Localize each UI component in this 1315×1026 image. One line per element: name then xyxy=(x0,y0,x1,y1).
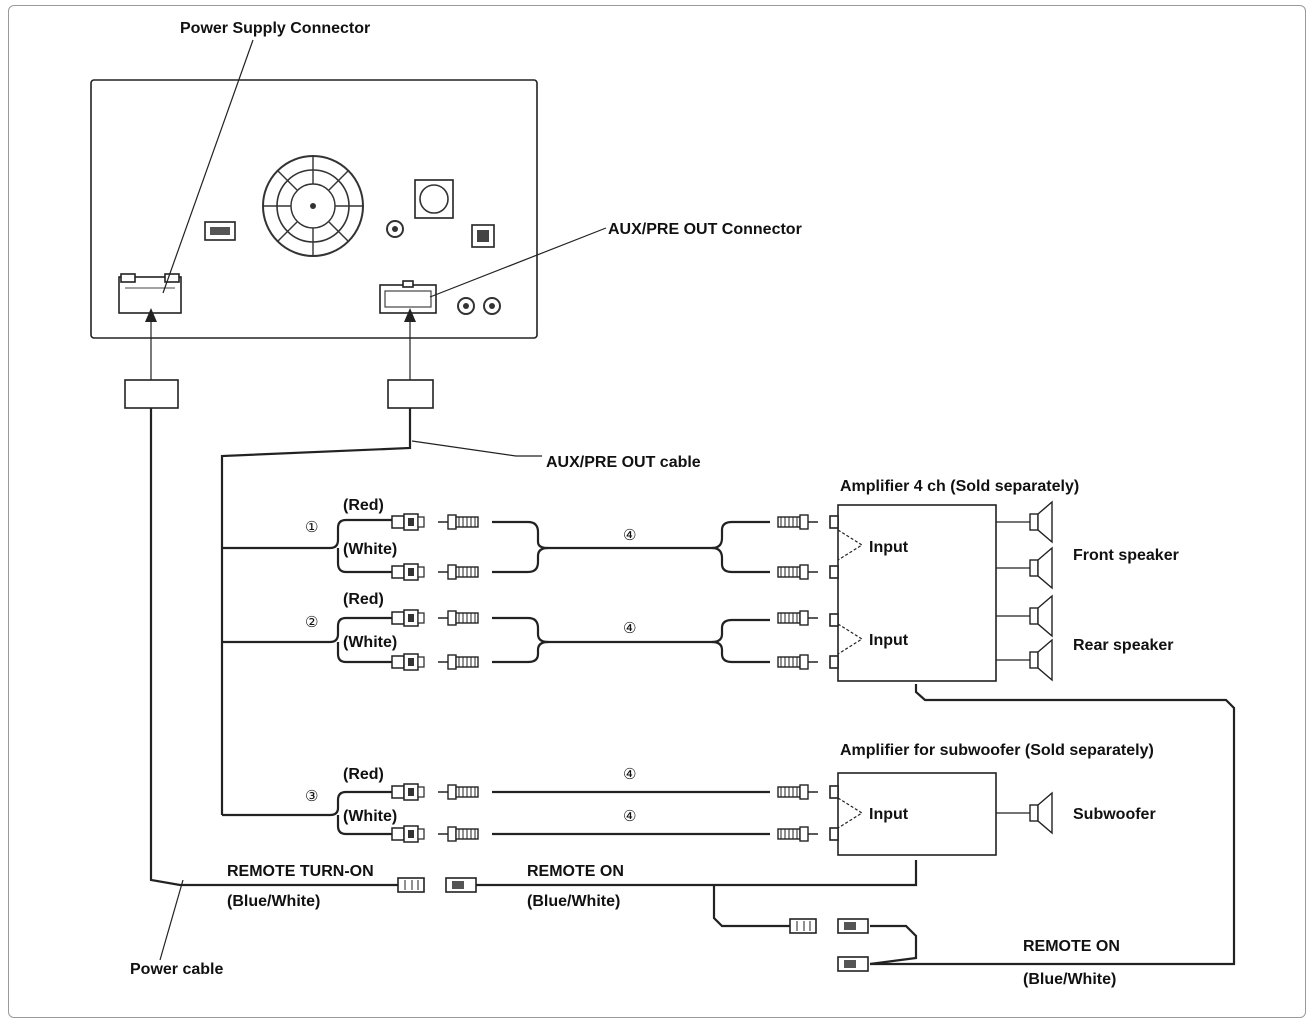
rca-female-jack xyxy=(391,513,425,531)
rear-speaker-label: Rear speaker xyxy=(1073,637,1174,654)
rca-male-plug xyxy=(777,826,818,842)
rca-male-plug xyxy=(777,610,818,626)
aux-pre-out-connector-socket xyxy=(379,280,437,314)
remote-on-label-1: REMOTE ON xyxy=(527,863,624,880)
rca-female-jack xyxy=(391,563,425,581)
aux-pre-out-connector-label: AUX/PRE OUT Connector xyxy=(608,221,802,238)
marker-4-d: ④ xyxy=(623,807,636,825)
power-cable-label: Power cable xyxy=(130,961,223,978)
remote-on-color-label-1: (Blue/White) xyxy=(527,893,620,910)
marker-4-b: ④ xyxy=(623,619,636,637)
speaker-icon xyxy=(1029,594,1053,638)
subwoofer-label: Subwoofer xyxy=(1073,806,1156,823)
antenna-jack xyxy=(386,220,404,238)
rca-male-plug xyxy=(777,654,818,670)
amp-4ch-label: Amplifier 4 ch (Sold separately) xyxy=(840,478,1079,495)
rca-male-plug xyxy=(438,514,479,530)
speaker-icon xyxy=(1029,638,1053,682)
aux-connector-leader xyxy=(429,227,607,298)
aux-plug xyxy=(387,379,434,409)
rca-male-plug xyxy=(777,564,818,580)
rca-female-jack xyxy=(391,653,425,671)
remote-on-color-label-2: (Blue/White) xyxy=(1023,971,1116,988)
marker-2: ② xyxy=(305,613,318,631)
amp-input-label-3: Input xyxy=(869,806,909,823)
rca-male-plug xyxy=(777,514,818,530)
red-label-2: (Red) xyxy=(343,591,384,608)
head-unit xyxy=(90,79,538,339)
remote-plugs xyxy=(397,877,869,972)
marker-4-c: ④ xyxy=(623,765,636,783)
power-supply-leader xyxy=(162,39,254,294)
rca-male-plug xyxy=(438,654,479,670)
marker-3: ③ xyxy=(305,787,318,805)
rca-jack-right xyxy=(483,297,501,315)
speaker-icon xyxy=(1029,791,1053,835)
cooling-fan xyxy=(262,155,364,257)
white-label-1: (White) xyxy=(343,541,397,558)
speaker-icons xyxy=(1029,500,1053,835)
aux-cable-leader xyxy=(411,440,542,457)
amp-sub-label: Amplifier for subwoofer (Sold separately… xyxy=(840,742,1154,759)
cable-runs xyxy=(149,408,1236,966)
rca-connectors xyxy=(391,513,818,843)
amplifier-4ch xyxy=(829,504,997,682)
marker-1: ① xyxy=(305,518,318,536)
front-speaker-label: Front speaker xyxy=(1073,547,1179,564)
rca-male-plug xyxy=(777,784,818,800)
rca-female-jack xyxy=(391,783,425,801)
speaker-lines xyxy=(996,521,1030,814)
rca-female-jack xyxy=(391,609,425,627)
remote-turn-on-label: REMOTE TURN-ON xyxy=(227,863,374,880)
power-supply-connector-socket xyxy=(118,273,182,314)
rca-female-jack xyxy=(391,825,425,843)
marker-4-a: ④ xyxy=(623,526,636,544)
rca-male-plug xyxy=(438,610,479,626)
aux-pre-out-cable-label: AUX/PRE OUT cable xyxy=(546,454,701,471)
speaker-icon xyxy=(1029,546,1053,590)
usb-port xyxy=(204,221,236,241)
red-label-3: (Red) xyxy=(343,766,384,783)
rca-male-plug xyxy=(438,826,479,842)
amp-input-label-1: Input xyxy=(869,539,909,556)
diagram-frame xyxy=(8,5,1306,1018)
white-label-3: (White) xyxy=(343,808,397,825)
amp-input-label-2: Input xyxy=(869,632,909,649)
remote-on-label-2: REMOTE ON xyxy=(1023,938,1120,955)
amplifier-subwoofer xyxy=(829,772,997,856)
power-cable-leader xyxy=(159,879,184,961)
square-connector xyxy=(414,179,454,219)
power-plug xyxy=(124,379,179,409)
white-label-2: (White) xyxy=(343,634,397,651)
rca-male-plug xyxy=(438,784,479,800)
rca-jack-left xyxy=(457,297,475,315)
plug-arrows xyxy=(145,308,416,380)
power-supply-connector-label: Power Supply Connector xyxy=(180,20,370,37)
rca-male-plug xyxy=(438,564,479,580)
speaker-icon xyxy=(1029,500,1053,544)
remote-turn-on-color-label: (Blue/White) xyxy=(227,893,320,910)
red-label-1: (Red) xyxy=(343,497,384,514)
